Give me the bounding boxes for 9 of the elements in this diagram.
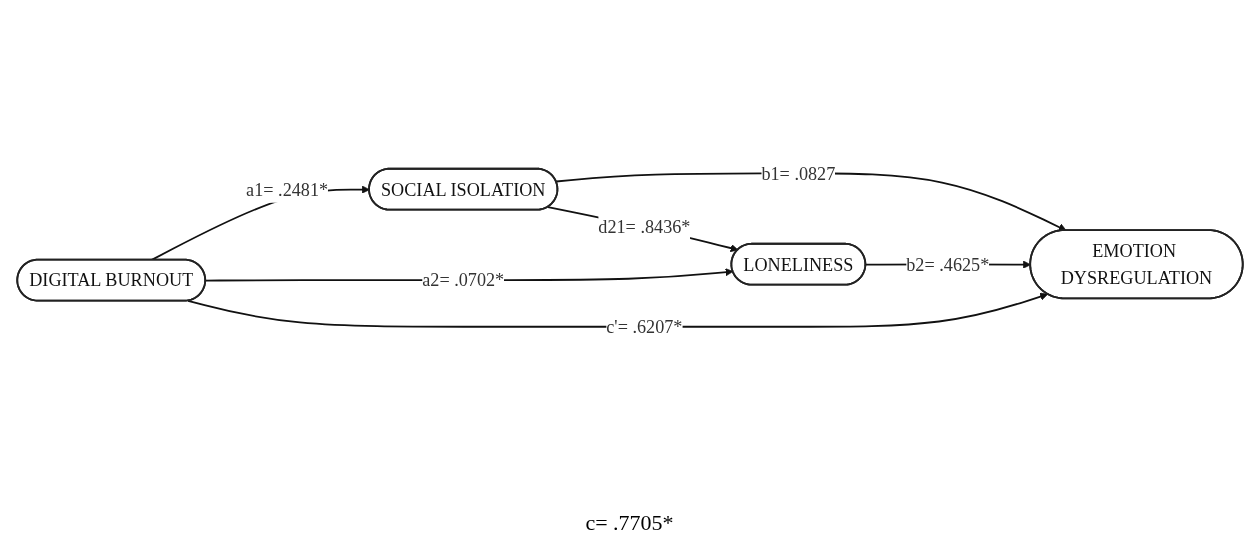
edge-label: a1= .2481* [245,179,328,200]
edge-label: d21= .8436* [597,216,690,237]
edge-label: c'= .6207* [605,316,682,337]
path-coefficient: c= .7705* [585,510,674,535]
arrow [186,292,1048,328]
edge-label: a2= .0702* [421,270,504,291]
edge-label: b2= .4625* [905,254,989,275]
arrow [546,206,738,253]
edge-label: b1= .0827 [760,163,835,184]
